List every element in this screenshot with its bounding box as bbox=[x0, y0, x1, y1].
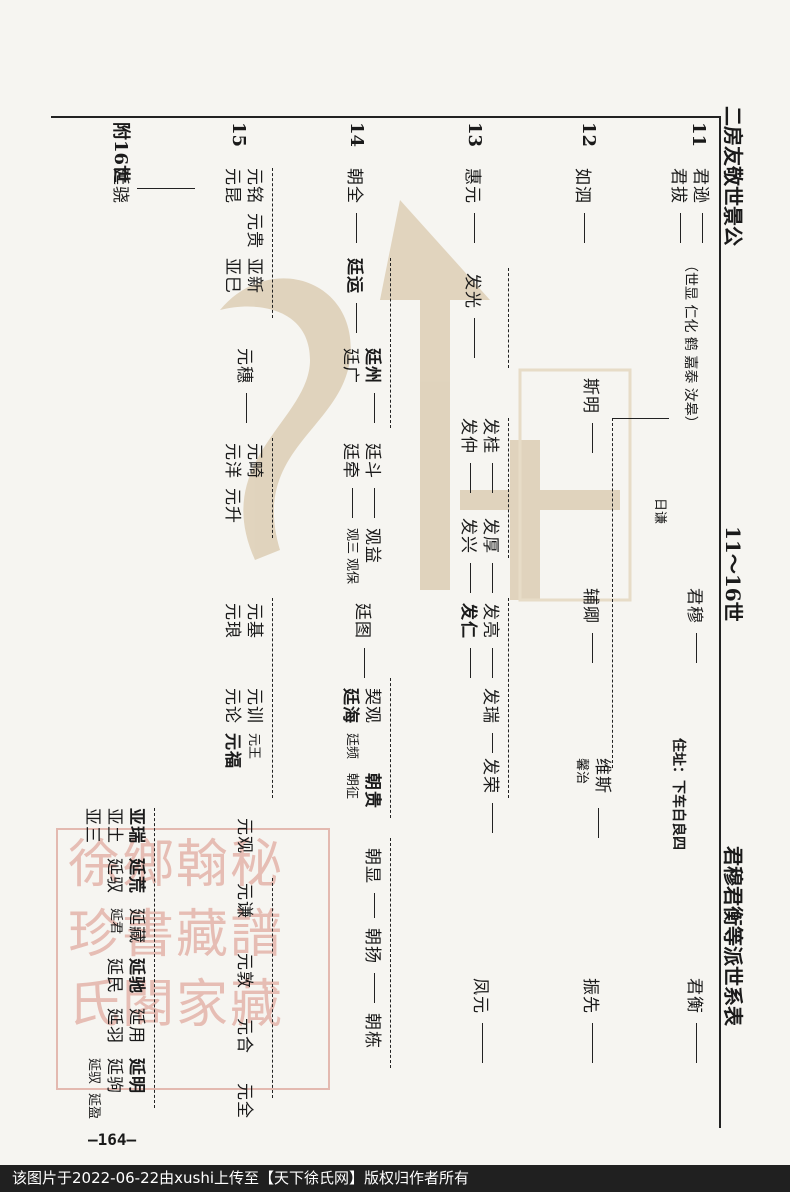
person-name: 君逊 bbox=[690, 168, 710, 204]
person-name-small: 延驭 bbox=[86, 1058, 101, 1085]
person-name-small: 观保 bbox=[344, 558, 359, 585]
person-name: 元基 bbox=[244, 603, 264, 639]
person-name: 元穗 bbox=[234, 348, 254, 384]
scanned-page: 徐鄉翰秘 珍書藏譜 氏閣家藏 二房友敬世景公 11～16世 君穆君衡等派世系表 … bbox=[51, 86, 755, 1149]
person-name: 亚三 bbox=[82, 808, 102, 844]
person-name-small: 廷频 bbox=[344, 733, 359, 760]
person-name: 发瑞 bbox=[480, 688, 500, 724]
person-name: 惠元 bbox=[462, 168, 482, 204]
person-name: 延用 bbox=[126, 1008, 146, 1044]
person-name: 延藏 bbox=[126, 908, 146, 944]
person-name: 廷州 bbox=[362, 348, 382, 384]
person-name: 亚巳 bbox=[222, 258, 242, 294]
person-name: 发亮 bbox=[480, 603, 500, 639]
person-name: 亚瑞 bbox=[126, 808, 146, 844]
person-name: 元训 bbox=[244, 688, 264, 724]
title-main: 二房友敬世景公 bbox=[721, 106, 745, 246]
generation-label: 14 bbox=[346, 122, 367, 148]
person-name: 振先 bbox=[580, 978, 600, 1014]
generation-row: 15 元铭 元昆 元贵 亚新 亚巳 元穗 元畸 元洋 元升 元基 元琅 元训 元… bbox=[155, 118, 273, 1128]
generation-label: 11 bbox=[688, 122, 709, 148]
person-name: 廷广 bbox=[340, 348, 360, 384]
person-name: 廷海 bbox=[340, 688, 360, 724]
person-name: 发桂 bbox=[480, 418, 500, 454]
person-name: 延荒 bbox=[126, 858, 146, 894]
person-name: 延驹 bbox=[104, 1058, 124, 1094]
person-name: 延驰 bbox=[126, 958, 146, 994]
generation-label: 13 bbox=[464, 122, 485, 148]
person-name: 延羽 bbox=[104, 1008, 124, 1044]
person-name: 元论 bbox=[222, 688, 242, 724]
generation-row: 14 朝全 廷运 廷州 廷广 廷斗 廷牵 观益 观三 观保 廷图 契观 廷海 廷… bbox=[273, 118, 391, 1128]
person-name: 观益 bbox=[362, 528, 382, 564]
generation-row: 13 惠元 发光 发桂 发仲 发厚 发兴 发亮 发仁 发瑞 发荣 bbox=[391, 118, 509, 1128]
person-name-small: 元王 bbox=[246, 733, 261, 760]
person-name: 发光 bbox=[462, 273, 482, 309]
generation-label: 12 bbox=[578, 122, 599, 148]
rotated-genealogy-table: 二房友敬世景公 11～16世 君穆君衡等派世系表 11 君逊 君拔 （世显 仁化… bbox=[51, 86, 755, 1128]
name-note-secondary: 日谦 bbox=[652, 498, 667, 525]
generation-row: 附16世 延骁 亚瑞 亚土 亚三 延荒 延驭 延藏 延君 延驰 延民 延用 延羽… bbox=[51, 118, 195, 1128]
person-name: 发荣 bbox=[480, 758, 500, 794]
person-name: 朝栋 bbox=[362, 1013, 382, 1049]
person-name: 元敦 bbox=[234, 953, 254, 989]
person-name: 元全 bbox=[234, 1083, 254, 1119]
person-name: 维斯 bbox=[592, 758, 612, 794]
person-name: 朝扬 bbox=[362, 928, 382, 964]
person-name: 元琅 bbox=[222, 603, 242, 639]
generation-label: 15 bbox=[228, 122, 249, 148]
person-name: 元福 bbox=[222, 733, 242, 769]
person-name: 发仁 bbox=[458, 603, 478, 639]
person-name: 君衡 bbox=[684, 978, 704, 1014]
person-name: 元谦 bbox=[234, 883, 254, 919]
person-name: 亚土 bbox=[104, 808, 124, 844]
table-title-row: 二房友敬世景公 11～16世 君穆君衡等派世系表 bbox=[715, 86, 755, 1126]
person-name: 如泗 bbox=[572, 168, 592, 204]
person-name: 君穆 bbox=[684, 588, 704, 624]
table-frame: 11 君逊 君拔 （世显 仁化 鹤 嘉泰 汝皋） 日谦 君穆 住址：下车白良四 … bbox=[51, 116, 721, 1128]
person-name: 君拔 bbox=[668, 168, 688, 204]
person-name: 元铭 bbox=[244, 168, 264, 204]
person-name: 元升 bbox=[222, 488, 242, 524]
person-name-small: 延盈 bbox=[86, 1093, 101, 1120]
person-name: 朝全 bbox=[344, 168, 364, 204]
person-name: 发兴 bbox=[458, 518, 478, 554]
person-name: 辅卿 bbox=[580, 588, 600, 624]
person-name: 廷运 bbox=[344, 258, 364, 294]
person-name: 廷斗 bbox=[362, 443, 382, 479]
person-name: 延骁 bbox=[110, 168, 130, 204]
person-name: 延民 bbox=[104, 958, 124, 994]
upload-notice-footer: 该图片于2022-06-22由xushi上传至【天下徐氏网】版权归作者所有 bbox=[0, 1165, 790, 1192]
person-name: 元洋 bbox=[222, 443, 242, 479]
title-table: 君穆君衡等派世系表 bbox=[721, 846, 745, 1026]
person-name-small: 朝征 bbox=[344, 773, 359, 800]
person-name: 延明 bbox=[126, 1058, 146, 1094]
person-name: 发仲 bbox=[458, 418, 478, 454]
person-name: 亚新 bbox=[244, 258, 264, 294]
title-range: 11～16世 bbox=[721, 526, 745, 622]
name-note: （世显 仁化 鹤 嘉泰 汝皋） bbox=[682, 258, 698, 430]
person-name: 元贵 bbox=[244, 213, 264, 249]
generation-row: 12 如泗 斯明 辅卿 维斯 馨治 振先 bbox=[509, 118, 669, 1128]
person-name: 元合 bbox=[234, 1018, 254, 1054]
person-name: 延驭 bbox=[104, 858, 124, 894]
page-number: —164— bbox=[88, 1130, 137, 1149]
person-name: 斯明 bbox=[580, 378, 600, 414]
person-name: 朝贵 bbox=[362, 773, 382, 809]
person-name: 廷牵 bbox=[340, 443, 360, 479]
person-name: 元观 bbox=[234, 818, 254, 854]
person-name: 廷图 bbox=[352, 603, 372, 639]
person-name: 发厚 bbox=[480, 518, 500, 554]
residence-note: 住址：下车白良四 bbox=[670, 738, 686, 850]
person-name-small: 观三 bbox=[344, 528, 359, 555]
person-name: 凤元 bbox=[470, 978, 490, 1014]
person-name: 契观 bbox=[362, 688, 382, 724]
person-name: 元昆 bbox=[222, 168, 242, 204]
person-name: 朝显 bbox=[362, 848, 382, 884]
generation-row: 11 君逊 君拔 （世显 仁化 鹤 嘉泰 汝皋） 日谦 君穆 住址：下车白良四 … bbox=[619, 118, 719, 1128]
person-name-small: 馨治 bbox=[574, 758, 589, 785]
person-name-small: 延君 bbox=[108, 908, 123, 935]
red-seal-stamp: 徐鄉翰秘 珍書藏譜 氏閣家藏 bbox=[56, 828, 330, 1090]
person-name: 元畸 bbox=[244, 443, 264, 479]
